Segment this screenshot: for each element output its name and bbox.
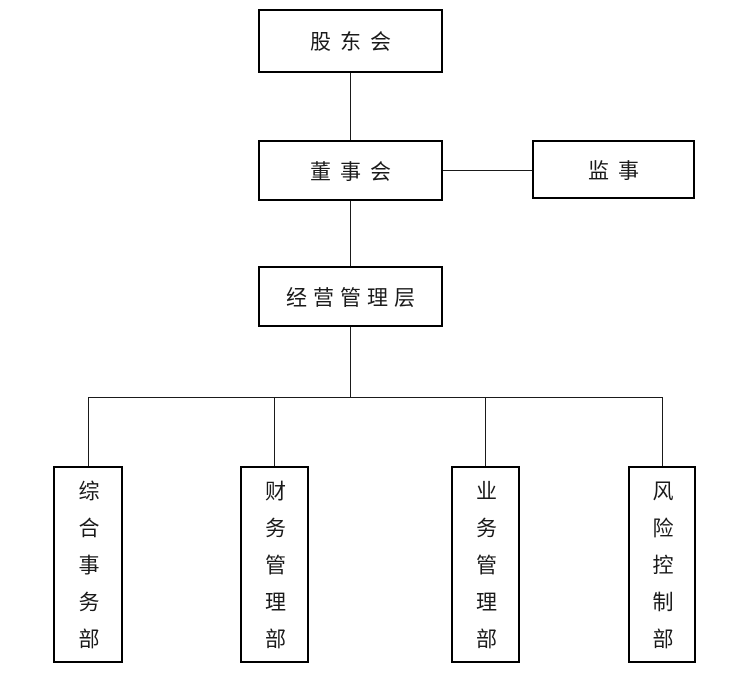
node-shareholders: 股东会 <box>258 9 443 73</box>
node-finance-management-label: 财务管理部 <box>262 480 287 665</box>
node-management-label: 经营管理层 <box>286 285 421 310</box>
node-general-affairs-label: 综合事务部 <box>76 480 100 665</box>
connector-drop-risk-control <box>662 397 663 466</box>
connector-drop-finance <box>274 397 275 466</box>
node-finance-management-dept: 财务管理部 <box>240 466 309 665</box>
connector-drop-general-affairs <box>88 397 89 466</box>
node-general-affairs-dept: 综合事务部 <box>53 466 123 665</box>
connector-board-management <box>350 201 351 266</box>
connector-distribution-rail <box>88 397 663 398</box>
node-business-management-dept: 业务管理部 <box>451 466 520 665</box>
node-supervisor: 监事 <box>532 140 695 199</box>
node-risk-control-label: 风险控制部 <box>650 480 674 665</box>
connector-drop-business <box>485 397 486 466</box>
connector-board-supervisor <box>443 170 532 171</box>
node-board-label: 董事会 <box>310 159 400 184</box>
connector-management-stem <box>350 327 351 397</box>
node-board: 董事会 <box>258 140 443 201</box>
node-risk-control-dept: 风险控制部 <box>628 466 696 665</box>
node-supervisor-label: 监事 <box>588 158 648 183</box>
node-shareholders-label: 股东会 <box>310 30 400 54</box>
node-management: 经营管理层 <box>258 266 443 327</box>
node-business-management-label: 业务管理部 <box>473 480 498 665</box>
connector-shareholders-board <box>350 73 351 140</box>
